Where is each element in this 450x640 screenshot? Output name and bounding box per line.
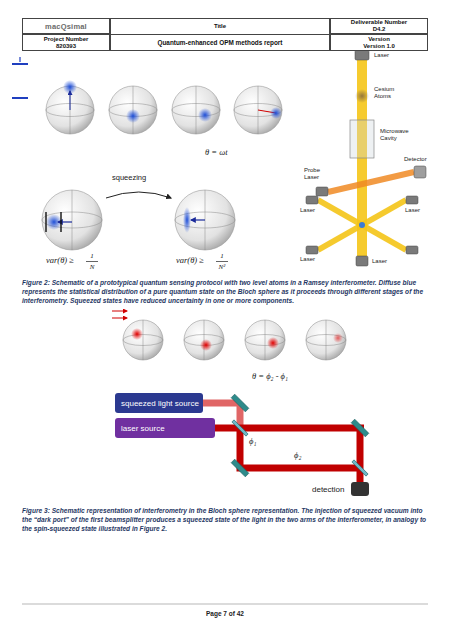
- part-label: Laser: [405, 207, 420, 214]
- fraction-bar: [86, 261, 98, 262]
- bloch-sphere: [234, 86, 282, 134]
- fraction-bar: [216, 261, 228, 262]
- bloch-sphere: [46, 80, 94, 134]
- variance-label: var(θ) ≥: [176, 256, 204, 266]
- part-label: Laser: [300, 256, 315, 263]
- bloch-sphere: [109, 86, 157, 134]
- atom-apparatus: [306, 50, 426, 266]
- two-level-icon: [12, 57, 28, 98]
- fraction-numerator: 1: [216, 252, 228, 260]
- logo-cell: macQsimal: [22, 18, 110, 34]
- step-label: squeezing: [112, 174, 146, 183]
- header-cell: Project Number820393: [22, 34, 110, 51]
- part-label: Laser: [300, 207, 315, 214]
- bloch-sphere: [306, 320, 346, 360]
- node-text: macQsimal: [45, 23, 87, 30]
- part-label: Detector: [404, 156, 427, 163]
- bloch-sphere: [245, 320, 285, 360]
- fraction-denominator: N: [86, 263, 98, 271]
- phase-label: θ = ωt: [205, 148, 228, 158]
- part-label: Cesium Atoms: [374, 86, 410, 100]
- variance-label: var(θ) ≥: [46, 256, 74, 266]
- bloch-sphere: [184, 320, 224, 360]
- node-text: 820393: [56, 43, 76, 50]
- figure-caption: Figure 2: Schematic of a prototypical qu…: [22, 278, 428, 305]
- detector: [351, 482, 369, 496]
- bloch-sphere: [123, 320, 163, 360]
- detection-label: detection: [312, 485, 344, 494]
- phase-label: ϕ₁: [249, 437, 256, 447]
- header-cell: VersionVersion 1.0: [330, 34, 428, 51]
- part-label: Microwave Cavity: [380, 128, 424, 142]
- red-arrows: [112, 311, 127, 318]
- node-text: Quantum-enhanced OPM methods report: [158, 35, 283, 50]
- part-label: Laser: [374, 52, 389, 59]
- node-text: Deliverable Number: [351, 19, 407, 26]
- node-text: Version: [368, 36, 390, 43]
- node-text: Title: [111, 19, 329, 35]
- figure-caption: Figure 3: Schematic representation of in…: [22, 506, 428, 533]
- phase-label: θ = ϕ₂ - ϕ₁: [252, 372, 288, 382]
- interferometer-beams: [190, 403, 364, 482]
- source-box: squeezed light source: [115, 393, 203, 413]
- page-number: Page 7 of 42: [22, 610, 428, 617]
- title-cell: TitleQuantum-enhanced OPM methods report: [110, 18, 330, 51]
- node-text: Version 1.0: [363, 43, 395, 50]
- node-text: D4.2: [373, 26, 386, 33]
- part-label: Probe Laser: [304, 167, 330, 181]
- phase-label: ϕ₂: [294, 451, 301, 461]
- part-label: Laser: [372, 258, 387, 265]
- source-box: laser source: [115, 418, 215, 438]
- node-text: squeezed light source: [121, 399, 199, 408]
- mirrors: [231, 394, 369, 477]
- fraction-numerator: 1: [86, 252, 98, 260]
- bloch-sphere-squeezed: [175, 190, 235, 250]
- footer-rule: [22, 604, 428, 605]
- bloch-sphere: [42, 190, 102, 250]
- bloch-sphere: [172, 86, 220, 134]
- fraction-denominator: N²: [216, 263, 228, 271]
- squeezing-arrow: [106, 192, 171, 198]
- header-cell: Deliverable NumberD4.2: [330, 18, 428, 34]
- node-text: Project Number: [44, 36, 89, 43]
- node-text: laser source: [121, 424, 165, 433]
